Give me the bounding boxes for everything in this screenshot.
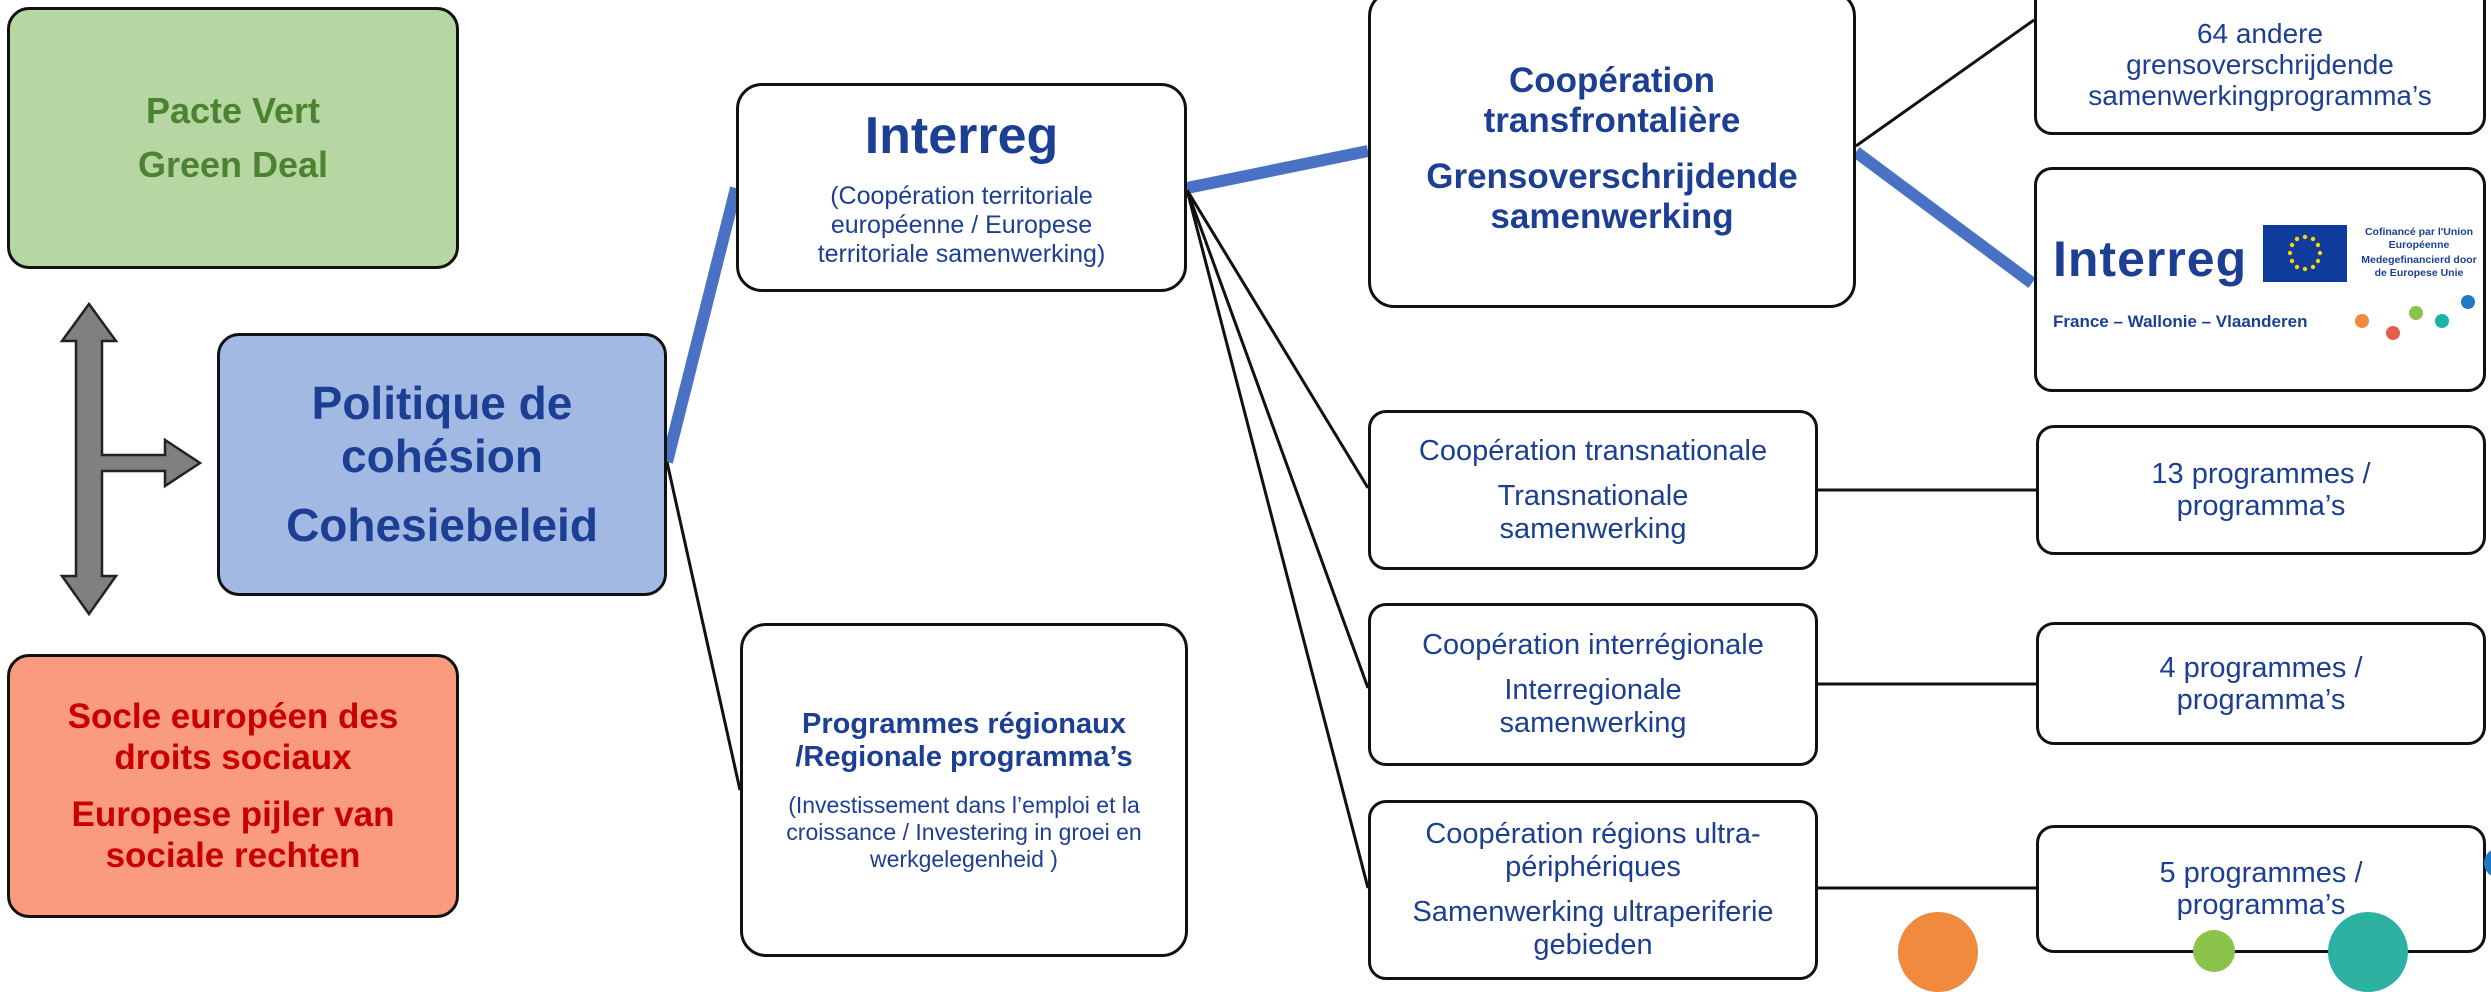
interregionale-samenwerking-label: Interregionale samenwerking xyxy=(1499,674,1687,739)
programmes-5-box: 5 programmes / programma’s xyxy=(2036,825,2486,953)
logo-dot-red xyxy=(2386,326,2400,340)
decorative-dot-teal xyxy=(2328,912,2408,992)
interreg-subtitle: (Coopération territoriale européenne / E… xyxy=(817,182,1106,268)
interreg-fwv-logo-box: Interreg Cofinancé par l'Union Européenn… xyxy=(2034,167,2486,392)
connector-interreg-transfrontaliere xyxy=(1185,145,1370,194)
eu-flag-icon xyxy=(2263,225,2347,282)
cofinance-fr-label: Cofinancé par l'Union Européenne xyxy=(2364,226,2474,251)
interreg-wordmark: Interreg xyxy=(2053,231,2248,287)
fwv-region-label: France – Wallonie – Vlaanderen xyxy=(2053,312,2308,331)
cooperation-interregionale-label: Coopération interrégionale xyxy=(1422,629,1764,661)
programmes-4-label: 4 programmes / programma’s xyxy=(2159,651,2363,716)
programmes-regionaux-title: Programmes régionaux /Regionale programm… xyxy=(795,707,1133,773)
interreg-box: Interreg (Coopération territoriale europ… xyxy=(736,83,1187,292)
grensoverschrijdende-label: Grensoverschrijdende samenwerking xyxy=(1426,157,1798,236)
samenwerking-ultraperiferie-label: Samenwerking ultraperiferie gebieden xyxy=(1412,896,1774,961)
connector-interreg-ultra xyxy=(1185,189,1370,889)
socle-europeen-label: Socle européen des droits sociaux xyxy=(67,697,399,777)
programmes-4-box: 4 programmes / programma’s xyxy=(2036,622,2486,745)
branch-arrow-icon xyxy=(59,301,203,617)
programmes-64-label: 64 andere grensoverschrijdende samenwerk… xyxy=(2088,18,2432,111)
connector-transfrontaliere-fwv xyxy=(1852,147,2036,288)
logo-dot-orange xyxy=(2355,314,2369,328)
programmes-13-box: 13 programmes / programma’s xyxy=(2036,425,2486,555)
connector-interreg-interregionale xyxy=(1185,189,1370,689)
interreg-title: Interreg xyxy=(864,107,1059,165)
decorative-dot-blue xyxy=(2484,848,2491,878)
programmes-5-label: 5 programmes / programma’s xyxy=(2159,857,2363,921)
politique-cohesion-box: Politique de cohésion Cohesiebeleid xyxy=(217,333,667,596)
cofinance-nl-label: Medegefinancierd door de Europese Unie xyxy=(2361,254,2477,279)
logo-dot-green xyxy=(2409,306,2423,320)
socle-europeen-box: Socle européen des droits sociaux Europe… xyxy=(7,654,459,918)
cohesiebeleid-label: Cohesiebeleid xyxy=(286,499,598,551)
logo-dot-teal xyxy=(2435,314,2449,328)
programmes-regionaux-box: Programmes régionaux /Regionale programm… xyxy=(740,623,1188,957)
connector-politique-interreg xyxy=(661,186,742,464)
transnationale-samenwerking-label: Transnationale samenwerking xyxy=(1497,479,1689,545)
pacte-vert-label: Pacte Vert xyxy=(145,90,321,131)
connector-interreg-transnationale xyxy=(1185,189,1370,489)
connector-transfrontaliere-64 xyxy=(1855,18,2035,148)
cooperation-ultraperipheriques-label: Coopération régions ultra-périphériques xyxy=(1425,818,1761,883)
cooperation-transfrontaliere-label: Coopération transfrontalière xyxy=(1483,61,1741,140)
cooperation-transnationale-label: Coopération transnationale xyxy=(1418,434,1768,467)
logo-dot-blue xyxy=(2461,295,2475,309)
cooperation-ultraperipheriques-box: Coopération régions ultra-périphériques … xyxy=(1368,800,1818,980)
programmes-64-box: 64 andere grensoverschrijdende samenwerk… xyxy=(2034,0,2486,135)
europese-pijler-label: Europese pijler van sociale rechten xyxy=(71,795,395,875)
programmes-regionaux-subtitle: (Investissement dans l’emploi et la croi… xyxy=(786,791,1142,872)
connector-politique-regional xyxy=(665,461,742,791)
politique-cohesion-label: Politique de cohésion xyxy=(311,377,573,482)
green-deal-label: Green Deal xyxy=(137,144,329,185)
cooperation-transnationale-box: Coopération transnationale Transnational… xyxy=(1368,410,1818,570)
decorative-dot-orange xyxy=(1898,912,1978,992)
programmes-13-label: 13 programmes / programma’s xyxy=(2151,458,2371,522)
pacte-vert-box: Pacte Vert Green Deal xyxy=(7,7,459,269)
cooperation-transfrontaliere-box: Coopération transfrontalière Grensoversc… xyxy=(1368,0,1856,308)
cooperation-interregionale-box: Coopération interrégionale Interregional… xyxy=(1368,603,1818,766)
decorative-dot-green xyxy=(2193,930,2235,972)
